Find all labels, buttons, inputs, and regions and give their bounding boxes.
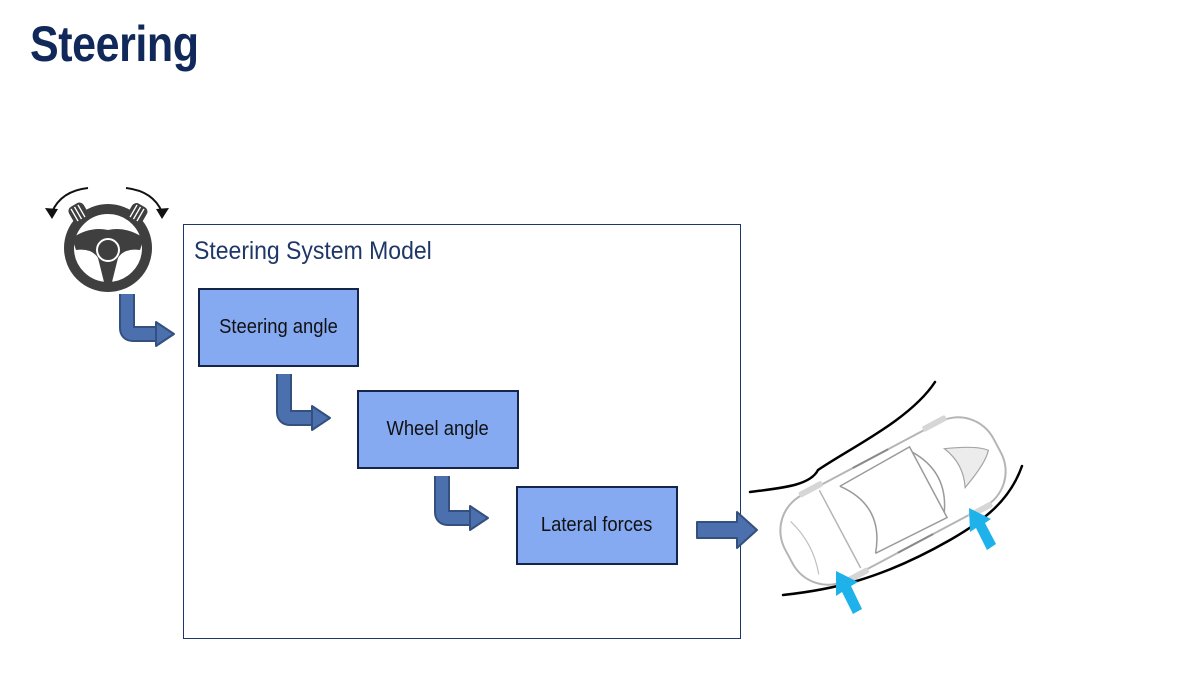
lateral-force-arrow-front [969, 508, 996, 550]
stage-label: Steering angle [219, 316, 338, 338]
steering-system-model-frame [183, 224, 741, 639]
road-edges [748, 380, 1024, 597]
model-title: Steering System Model [194, 237, 432, 265]
car-top-view-icon [779, 415, 1007, 586]
stage-wheel-angle: Wheel angle [357, 390, 519, 469]
lateral-force-arrow-rear [836, 571, 862, 614]
stage-label: Wheel angle [386, 418, 490, 440]
stage-lateral-forces: Lateral forces [516, 486, 678, 565]
slide-title: Steering [30, 16, 199, 72]
bent-arrow-wheel-to-model [119, 294, 175, 347]
stage-label: Lateral forces [541, 514, 653, 536]
stage-steering-angle: Steering angle [198, 288, 359, 367]
steering-wheel-icon [45, 187, 169, 292]
